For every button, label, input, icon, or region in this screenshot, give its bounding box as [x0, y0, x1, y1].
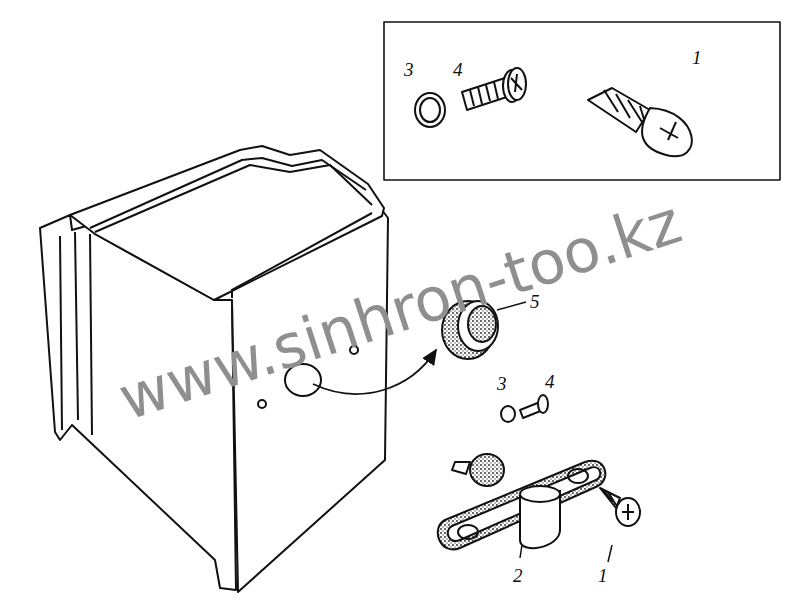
callout-number: 5	[530, 292, 540, 311]
callout-number: 4	[545, 372, 555, 391]
callout-number: 2	[513, 566, 523, 585]
callout-number: 1	[598, 566, 608, 585]
callout-number: 3	[404, 60, 414, 79]
callout-number: 4	[453, 60, 463, 79]
callout-number: 1	[692, 48, 702, 67]
callout-number: 3	[497, 374, 507, 393]
